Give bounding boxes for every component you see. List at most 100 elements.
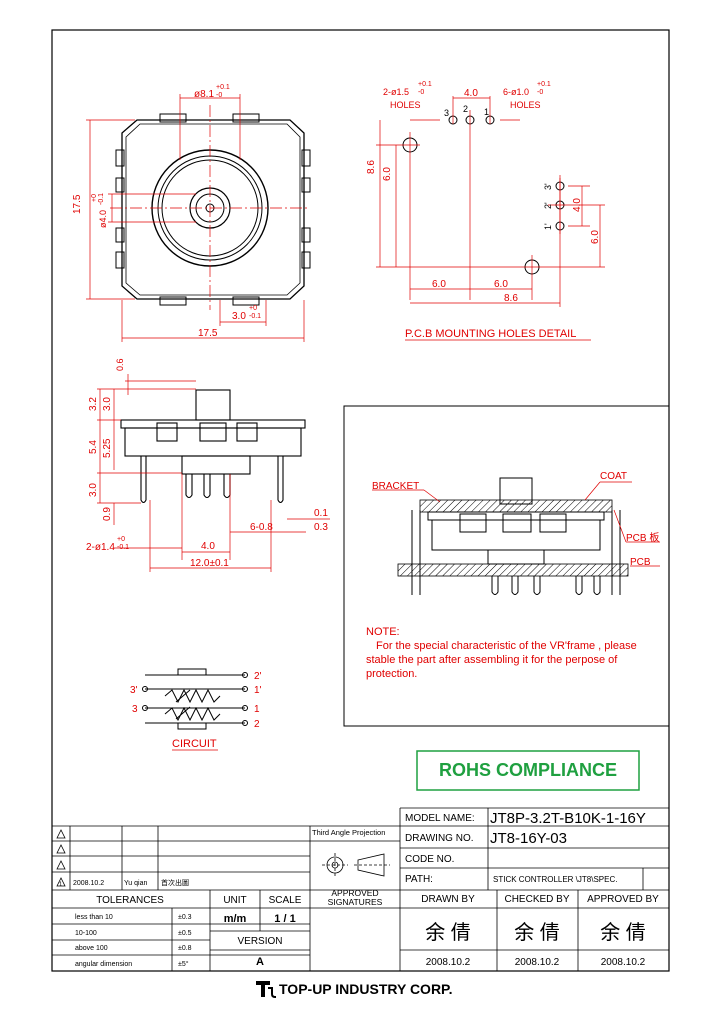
holes-left-label: HOLES [390,100,421,110]
note-line-1: For the special characteristic of the VR… [376,640,637,652]
version-label: VERSION [237,936,282,947]
tolerance-value: ±5° [178,960,189,968]
pcb-dim-86-h: 8.6 [504,293,518,304]
side-dim-30a: 3.0 [102,397,113,411]
holes-left-tol-plus: +0.1 [418,81,432,88]
circuit-pin-1: 1 [254,704,260,715]
rohs-compliance: ROHS COMPLIANCE [439,760,617,780]
dim-shaft: 3.0 [232,311,246,322]
side-dim-14-tol-plus: +0 [117,536,125,543]
scale-value: 1 / 1 [274,913,295,925]
tolerance-range: 10-100 [75,930,97,937]
unit-label: UNIT [223,895,246,906]
pcb-dim-86-v: 8.6 [366,160,377,174]
pcb-detail-title: P.C.B MOUNTING HOLES DETAIL [405,328,576,340]
approved-signatures-line1: APPROVED [331,888,378,898]
third-angle-projection: Third Angle Projection [312,828,385,837]
dim-dia-inner: ø4.0 [98,210,108,228]
side-dim-03: 0.3 [314,522,328,533]
side-dim-32: 3.2 [88,397,99,411]
company-name: TOP-UP INDUSTRY CORP. [279,981,452,997]
tolerance-range: angular dimension [75,961,132,968]
approved-by-signature: 余 倩 [600,921,646,944]
pcb-holes-detail: 2-ø1.5 +0.1 -0 HOLES 6-ø1.0 +0.1 -0 HOLE… [366,81,605,341]
side-dim-525: 5.25 [102,438,113,458]
code-no-label: CODE NO. [405,854,454,865]
version-value: A [256,956,264,968]
pcb-dim-60-h2: 6.0 [494,279,508,290]
title-block-text: MODEL NAME: JT8P-3.2T-B10K-1-16Y DRAWING… [59,810,659,968]
holes-right-label: HOLES [510,100,541,110]
side-dim-120: 12.0±0.1 [190,558,229,569]
dim-shaft-tol-plus: +0 [249,305,257,312]
pcb-dim-60-v2: 6.0 [590,230,601,244]
circuit-pin-1p: 1' [254,685,262,696]
approved-signatures-line2: SIGNATURES [328,897,383,907]
side-view: 0.6 3.2 3.0 5.4 5.25 3.0 0.9 0.1 0.3 6-0… [86,358,330,572]
holes-right-size: 6-ø1.0 [503,87,529,97]
pcb-pin-2: 2 [463,104,468,114]
pcb-pitch: 4.0 [464,88,478,99]
drawn-by-label: DRAWN BY [421,894,475,905]
pcb-dim-40-v: 4.0 [572,198,583,212]
model-name-value: JT8P-3.2T-B10K-1-16Y [490,810,646,827]
tolerance-range: less than 10 [75,914,113,921]
circuit-pin-2p: 2' [254,671,262,682]
pcb-pin-3p: 3' [543,183,553,190]
side-dim-14: 2-ø1.4 [86,542,115,553]
dim-width: 17.5 [198,328,218,339]
tolerance-value: ±0.5 [178,930,192,937]
revision-symbol: 1 [59,882,63,888]
company-logo [256,981,276,998]
side-dim-608: 6-0.8 [250,522,273,533]
approved-date: 2008.10.2 [601,957,646,968]
circuit-pin-3: 3 [132,704,138,715]
pcb-dim-60-v: 6.0 [382,167,393,181]
top-view: ø8.1 +0.1 -0 17.5 ø4.0 +0 -0.1 3.0 +0 -0… [72,84,311,342]
dim-height: 17.5 [72,194,83,214]
model-name-label: MODEL NAME: [405,813,475,824]
holes-left-size: 2-ø1.5 [383,87,409,97]
side-dim-40: 4.0 [201,541,215,552]
tolerance-range: above 100 [75,945,108,952]
dim-dia-outer: ø8.1 [194,89,214,100]
circuit-pin-3p: 3' [130,685,138,696]
side-dim-06: 0.6 [115,358,125,371]
title-block [52,807,669,971]
holes-right-tol-plus: +0.1 [537,81,551,88]
note-line-2: stable the part after assembling it for … [366,654,618,666]
dim-shaft-tol-minus: -0.1 [249,313,261,320]
side-dim-54: 5.4 [88,440,99,454]
path-label: PATH: [405,874,433,885]
tolerances-label: TOLERANCES [96,895,164,906]
checked-date: 2008.10.2 [515,957,560,968]
path-value: STICK CONTROLLER \JT8\SPEC. [493,875,617,884]
drawing-no-label: DRAWING NO. [405,833,474,844]
checked-by-label: CHECKED BY [504,894,569,905]
pcb-pin-1p: 1' [543,223,553,230]
side-dim-30b: 3.0 [88,483,99,497]
pcb-pin-3: 3 [444,108,449,118]
drawing-no-value: JT8-16Y-03 [490,830,567,847]
assembly-drawing: BRACKET COAT PCB 板 PCB NOTE: For the spe… [366,471,660,680]
drawn-date: 2008.10.2 [426,957,471,968]
unit-value: m/m [224,913,247,925]
circuit-diagram: 2' 1' 3' 3 1 2 CIRCUIT [130,668,262,751]
revision-date: 2008.10.2 [73,880,104,887]
circuit-pin-2: 2 [254,719,260,730]
revision-by: Yu qian [124,880,147,887]
pcb-pin-1: 1 [484,107,489,117]
tolerance-value: ±0.3 [178,914,192,921]
dim-dia-inner-tol-minus: -0.1 [98,193,105,205]
side-dim-09: 0.9 [102,507,113,521]
holes-left-tol-minus: -0 [418,89,424,96]
note-line-3: protection. [366,668,417,680]
checked-by-signature: 余 倩 [514,921,560,944]
rohs-badge-box [416,750,640,791]
pcb-pin-2p: 2' [543,202,553,209]
side-dim-01: 0.1 [314,508,328,519]
circuit-label: CIRCUIT [172,738,217,750]
side-dim-14-tol-minus: -0.1 [117,544,129,551]
revision-description: 首次出圖 [161,878,189,887]
